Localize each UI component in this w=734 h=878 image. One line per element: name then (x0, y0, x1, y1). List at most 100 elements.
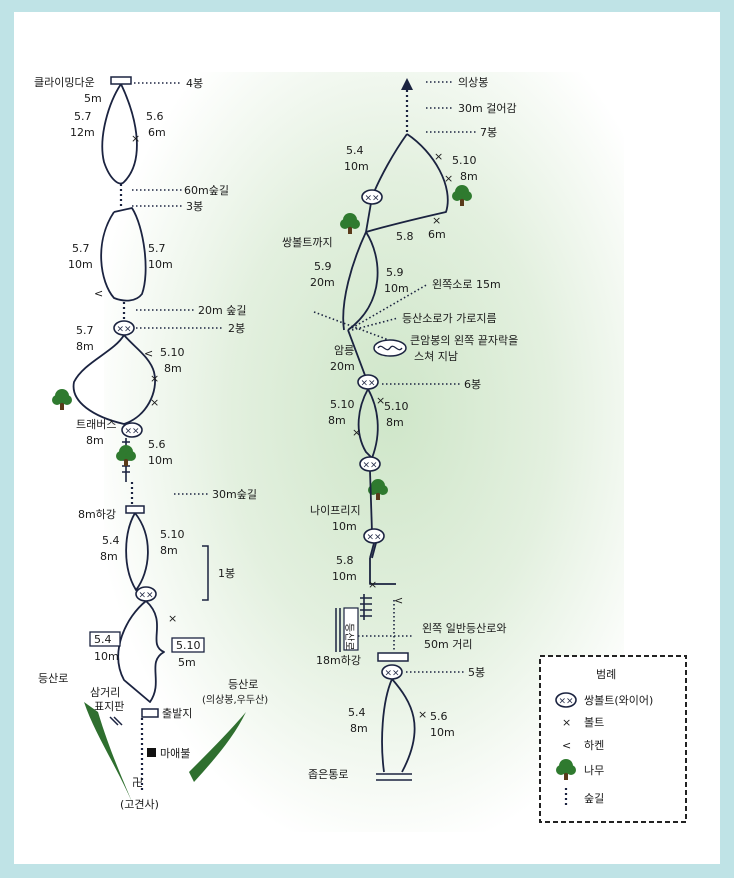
legend-label: 쌍볼트(와이어) (584, 694, 653, 707)
crossing-label: 등산소로가 가로지름 (402, 312, 497, 325)
rock-squiggle (377, 345, 403, 351)
pitch-r3-left-len: 8m (328, 414, 346, 427)
pitch-r2 (342, 231, 379, 331)
anchor-rect (110, 76, 132, 85)
pitch-6-right-grade: 5.10 (176, 639, 201, 652)
forest-ridge (189, 712, 246, 782)
legend-box (539, 655, 687, 823)
pitch-r5-right-grade: 5.6 (430, 710, 448, 723)
rock-note-1: 큰암봉의 왼쪽 끝자락을 (410, 333, 518, 347)
pitch-3-right-grade: 5.10 (160, 346, 185, 359)
left-saddle-label: 왼쪽소로 15m (432, 277, 501, 291)
pitch-5-right-grade: 5.10 (160, 528, 185, 541)
twin-bolt-icon (381, 664, 403, 680)
fixed-rope (360, 594, 372, 620)
pitch-r3 (357, 388, 379, 459)
buddha-marker (147, 748, 156, 757)
arrow-up-icon (401, 78, 413, 90)
pitch-3 (72, 334, 156, 425)
pitch-r5-left-len: 8m (350, 722, 368, 735)
peak-6-label: 6봉 (464, 378, 481, 391)
legend: 범례 쌍볼트(와이어) × 볼트 < 하켄 나무 숲길 (539, 655, 687, 823)
bolt-icon: × (150, 396, 159, 409)
pitch-r2-right-grade: 5.9 (386, 266, 404, 279)
left-route: 클라이밍다운 4봉 5m 5.7 12m 5.6 6m × 60m숲길 3봉 5… (34, 76, 268, 811)
twin-bolt-icon (121, 422, 143, 438)
peak-3-label: 3봉 (186, 200, 203, 213)
twin-bolt-icon (135, 586, 157, 602)
peak-4-label: 4봉 (186, 77, 203, 90)
bolt-icon: × (168, 612, 177, 625)
pitch-4-len: 10m (148, 454, 173, 467)
pitch-r1-left-len: 10m (344, 160, 369, 173)
pitch-r4-len: 10m (332, 570, 357, 583)
pitch-6-left-grade: 5.4 (94, 633, 112, 646)
pitch-3-left-grade: 5.7 (76, 324, 94, 337)
pitch-3-left-len: 8m (76, 340, 94, 353)
pitch-r4-grade: 5.8 (336, 554, 354, 567)
piton-icon: < (394, 594, 403, 607)
bolt-icon: × (352, 426, 361, 439)
walk-30m-label: 30m 걸어감 (458, 102, 517, 115)
twin-bolt-icon (555, 692, 577, 708)
map-frame: × × 클라이밍다운 4봉 5m 5.7 12m 5.6 6m × 60m숲길 3… (14, 12, 720, 864)
walk-20m-label: 20m 숲길 (198, 304, 246, 317)
to-twin-bolt-label: 쌍볼트까지 (282, 236, 333, 249)
bolt-icon: × (376, 394, 385, 407)
twin-bolt-icon (113, 320, 135, 336)
route-diagram: × × 클라이밍다운 4봉 5m 5.7 12m 5.6 6m × 60m숲길 3… (34, 76, 687, 823)
bolt-icon: × (562, 716, 571, 729)
pitch-5-left-grade: 5.4 (102, 534, 120, 547)
knife-ridge-line (369, 470, 373, 533)
grade-box (171, 637, 205, 653)
trail-2-dest: (의상봉,우두산) (202, 694, 268, 706)
left-main-trail-label: 왼쪽 일반등산로와 (422, 621, 506, 635)
pitch-r5-left-grade: 5.4 (348, 706, 366, 719)
crossing-path (313, 311, 395, 343)
temple-icon: 卍 (132, 776, 143, 789)
pitch-r2-right-len: 10m (384, 282, 409, 295)
walk-60m-label: 60m숲길 (184, 184, 229, 197)
pitch-2-right-grade: 5.7 (148, 242, 166, 255)
narrow-passage-marker (376, 773, 412, 781)
tree-icon (52, 389, 72, 410)
pitch-r3-right-len: 8m (386, 416, 404, 429)
trail-sign (343, 607, 359, 651)
pitch-1-right-grade: 5.6 (146, 110, 164, 123)
pitch-r5 (381, 678, 416, 773)
tree-icon (340, 213, 360, 234)
bolt-icon: × (418, 708, 427, 721)
junction-label: 삼거리 (90, 686, 120, 699)
twin-bolt-icon (363, 528, 385, 544)
pitch-1-top-len: 5m (84, 92, 102, 105)
bolt-icon: × (432, 214, 441, 227)
tree-icon (452, 185, 472, 206)
pitch-r3-left-grade: 5.10 (330, 398, 355, 411)
pitch-r1 (365, 133, 449, 233)
twin-bolt-icon (361, 189, 383, 205)
pitch-r2-left-grade: 5.9 (314, 260, 332, 273)
ridge-label: 암릉 (334, 344, 354, 357)
pitch-3-right-len: 8m (164, 362, 182, 375)
peak-5-label: 5봉 (468, 666, 485, 679)
anchor-rect (377, 652, 409, 662)
ridge-len: 20m (330, 360, 355, 373)
piton-icon: < (562, 739, 571, 752)
to-uisang-label: 의상봉 (458, 76, 488, 89)
legend-label: 하켄 (584, 738, 604, 752)
anchor-rect (125, 505, 145, 514)
bracket (202, 545, 209, 601)
rock-note-2: 스쳐 지남 (414, 350, 458, 363)
pitch-6-right-len: 5m (178, 656, 196, 669)
walk-30m-label: 30m숲길 (212, 488, 257, 501)
pitch-2-left-grade: 5.7 (72, 242, 90, 255)
grade-box (89, 631, 121, 647)
pitch-r1-right-grade: 5.10 (452, 154, 477, 167)
signpost-label: 표지판 (94, 700, 124, 713)
rappel-8m-label: 8m하강 (78, 507, 116, 521)
peak-1-label: 1봉 (218, 567, 235, 580)
pitch-r1-bottom-len: 6m (428, 228, 446, 241)
rock-buddha-label: 마애불 (160, 747, 190, 760)
temple-label: (고견사) (120, 798, 159, 811)
pitch-1-left-grade: 5.7 (74, 110, 92, 123)
